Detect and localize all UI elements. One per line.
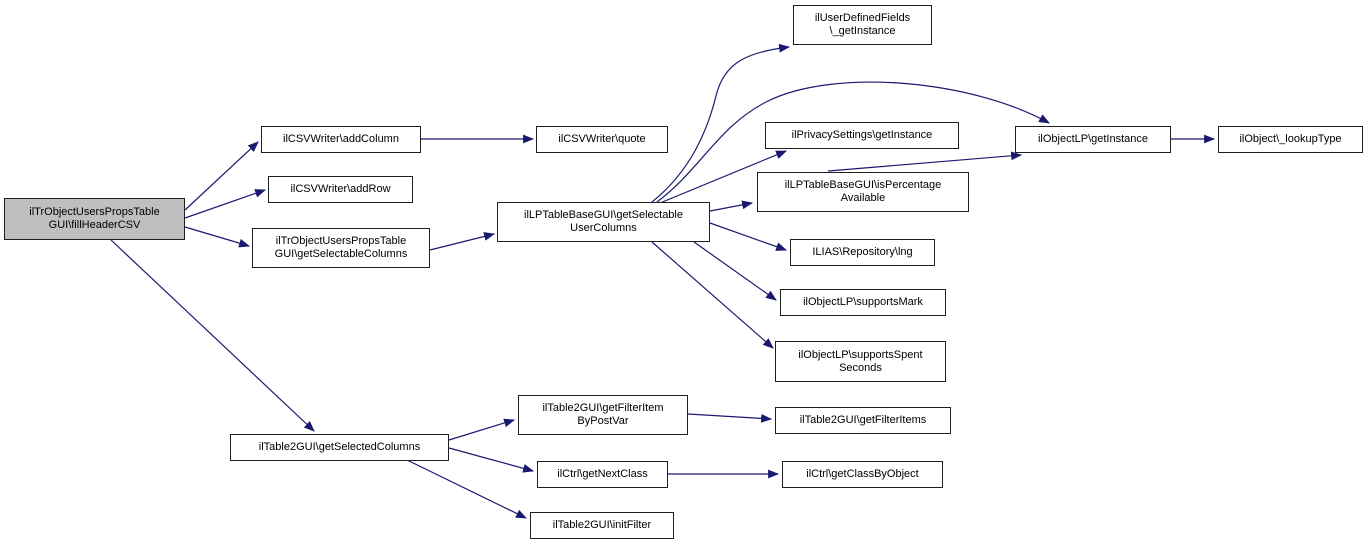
node-label: ilPrivacySettings\getInstance bbox=[791, 129, 933, 141]
node-label: ilLPTableBaseGUI\isPercentage bbox=[784, 179, 942, 191]
node-label: Available bbox=[840, 192, 886, 204]
node-label: ilCtrl\getClassByObject bbox=[806, 468, 919, 480]
node-label: UserColumns bbox=[570, 222, 637, 234]
edge-getSelectableUserColumns-supportsMark bbox=[693, 241, 777, 301]
node-label: ByPostVar bbox=[577, 415, 629, 427]
node-label: GUI\getSelectableColumns bbox=[274, 248, 408, 260]
node-label: ilObjectLP\supportsSpent bbox=[798, 348, 923, 361]
node-label: GUI\fillHeaderCSV bbox=[48, 219, 141, 231]
edge-getSelectableUserColumns-userDefinedFieldsGetInstance bbox=[651, 43, 791, 203]
node-getselectablecolumns[interactable]: ilTrObjectUsersPropsTable GUI\getSelecta… bbox=[252, 228, 430, 268]
node-fillheadercsv: ilTrObjectUsersPropsTable GUI\fillHeader… bbox=[4, 198, 185, 240]
node-label: ilTable2GUI\getFilterItem bbox=[542, 402, 664, 414]
edge-getSelectableUserColumns-objectLPGetInstance bbox=[656, 81, 1050, 203]
node-label: Seconds bbox=[839, 361, 882, 374]
node-label: ilTable2GUI\getSelectedColumns bbox=[258, 441, 421, 453]
node-userdefinedfields-getinstance[interactable]: ilUserDefinedFields \_getInstance bbox=[793, 5, 932, 45]
node-label: ilTrObjectUsersPropsTable bbox=[29, 206, 160, 218]
edge-getSelectableUserColumns-privacySettingsGetInstance bbox=[659, 150, 788, 204]
node-supportsspentseconds[interactable]: ilObjectLP\supportsSpent Seconds bbox=[775, 341, 946, 382]
node-supportsmark[interactable]: ilObjectLP\supportsMark bbox=[780, 289, 946, 316]
node-getnextclass[interactable]: ilCtrl\getNextClass bbox=[537, 461, 668, 488]
edge-fillHeaderCSV-getSelectableColumns bbox=[184, 226, 251, 248]
node-initfilter[interactable]: ilTable2GUI\initFilter bbox=[530, 512, 674, 539]
edge-getSelectedColumns-getNextClass bbox=[448, 447, 535, 473]
node-label: ILIAS\Repository\lng bbox=[812, 246, 913, 258]
node-addrow[interactable]: ilCSVWriter\addRow bbox=[268, 176, 413, 203]
node-label: ilCSVWriter\addRow bbox=[290, 183, 391, 195]
node-ispercentageavailable[interactable]: ilLPTableBaseGUI\isPercentage Available bbox=[757, 172, 969, 212]
edge-getFilterItemByPostVar-getFilterItems bbox=[687, 413, 773, 423]
edge-getSelectableUserColumns-supportsSpentSeconds bbox=[651, 241, 774, 349]
node-getfilteritembypostvar[interactable]: ilTable2GUI\getFilterItem ByPostVar bbox=[518, 395, 688, 435]
node-repository-lng[interactable]: ILIAS\Repository\lng bbox=[790, 239, 935, 266]
node-label: ilObject\_lookupType bbox=[1239, 133, 1342, 145]
node-getfilteritems[interactable]: ilTable2GUI\getFilterItems bbox=[775, 407, 951, 434]
node-privacysettings-getinstance[interactable]: ilPrivacySettings\getInstance bbox=[765, 122, 959, 149]
node-label: ilCtrl\getNextClass bbox=[557, 468, 648, 480]
node-getselectedcolumns[interactable]: ilTable2GUI\getSelectedColumns bbox=[230, 434, 449, 461]
node-getselectableusercolumns[interactable]: ilLPTableBaseGUI\getSelectable UserColum… bbox=[497, 202, 710, 242]
node-quote[interactable]: ilCSVWriter\quote bbox=[536, 126, 668, 153]
node-label: ilObjectLP\supportsMark bbox=[803, 296, 923, 308]
node-label: ilTable2GUI\initFilter bbox=[552, 519, 652, 531]
edge-getSelectableColumns-getSelectableUserColumns bbox=[429, 232, 496, 251]
node-label: ilTable2GUI\getFilterItems bbox=[799, 414, 927, 426]
node-label: ilUserDefinedFields bbox=[814, 12, 911, 24]
edge-getSelectableUserColumns-repositoryLng bbox=[709, 222, 788, 251]
node-label: ilCSVWriter\quote bbox=[558, 133, 646, 145]
node-label: ilTrObjectUsersPropsTable bbox=[275, 235, 407, 247]
edge-getSelectedColumns-getFilterItemByPostVar bbox=[448, 418, 516, 441]
node-label: ilObjectLP\getInstance bbox=[1037, 133, 1149, 145]
edge-fillHeaderCSV-addRow bbox=[184, 189, 267, 219]
edge-fillHeaderCSV-addColumn bbox=[184, 141, 259, 211]
edge-fillHeaderCSV-getSelectedColumns bbox=[110, 239, 315, 432]
node-addcolumn[interactable]: ilCSVWriter\addColumn bbox=[261, 126, 421, 153]
edge-getSelectableUserColumns-isPercentageAvailable bbox=[709, 200, 754, 212]
node-label: \_getInstance bbox=[829, 25, 896, 37]
node-label: ilLPTableBaseGUI\getSelectable bbox=[524, 209, 683, 221]
node-objectlp-getinstance[interactable]: ilObjectLP\getInstance bbox=[1015, 126, 1171, 153]
node-label: ilCSVWriter\addColumn bbox=[283, 133, 399, 145]
node-getclassbyobject[interactable]: ilCtrl\getClassByObject bbox=[782, 461, 943, 488]
node-object-lookuptype[interactable]: ilObject\_lookupType bbox=[1218, 126, 1363, 153]
edge-isPercentageAvailable-objectLPGetInstance bbox=[827, 151, 1023, 172]
edge-getSelectedColumns-initFilter bbox=[406, 459, 527, 519]
